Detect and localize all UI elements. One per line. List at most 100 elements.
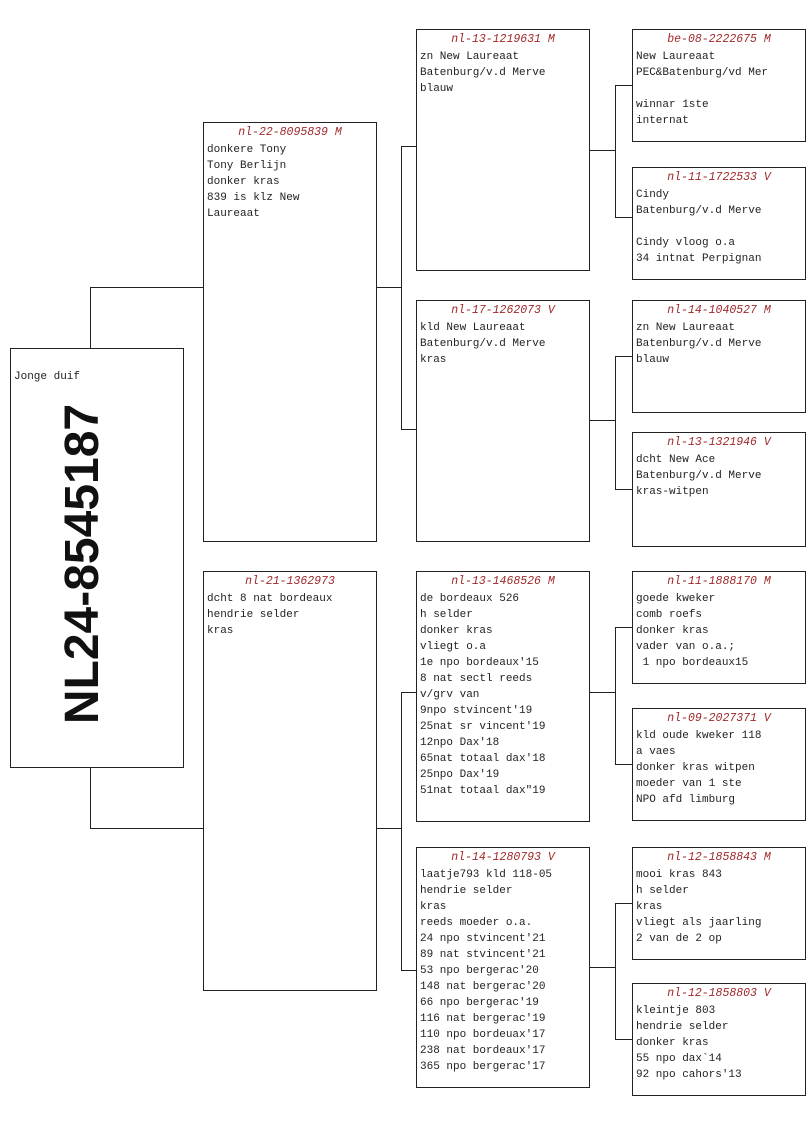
note-line: 34 intnat Perpignan [636,253,762,265]
note-line: de bordeaux 526 [420,593,520,605]
connector-line [615,85,632,86]
connector-line [90,287,203,288]
note-line: comb roefs [636,609,703,621]
note-line: kld New Laureaat [420,322,526,334]
note-line: donker kras [636,625,709,637]
subject-card: Jonge duif NL24-8545187 [10,348,184,768]
note-line: moeder van 1 ste [636,778,742,790]
note-line: internat [636,115,689,127]
note-line: donker kras [636,1037,709,1049]
note-line: a vaes [636,746,676,758]
note-line: Cindy [636,189,670,201]
connector-line [376,828,401,829]
ring-number: be-08-2222675 M [667,33,771,46]
connector-line [615,85,616,217]
connector-line [589,420,615,421]
ring-number: nl-12-1858843 M [667,851,771,864]
note-line: 51nat totaal dax"19 [420,785,546,797]
note-line: kras [207,625,234,637]
note-line: vliegt als jaarling [636,917,762,929]
note-line: 66 npo bergerac'19 [420,997,539,1009]
connector-line [615,217,632,218]
note-line: New Laureaat [636,51,716,63]
note-line: laatje793 kld 118-05 [420,869,553,881]
note-line: h selder [420,609,473,621]
note-line: 238 nat bordeaux'17 [420,1045,546,1057]
note-line: kras-witpen [636,486,709,498]
note-line: 24 npo stvincent'21 [420,933,546,945]
note-line: hendrie selder [207,609,300,621]
note-line: kras [420,901,447,913]
ring-number: nl-13-1219631 M [451,33,555,46]
connector-line [401,146,416,147]
note-line: Cindy vloog o.a [636,237,736,249]
note-line: 116 nat bergerac'19 [420,1013,546,1025]
note-line: hendrie selder [420,885,513,897]
note-line: Batenburg/v.d Merve [420,338,546,350]
note-line: 365 npo bergerac'17 [420,1061,546,1073]
ring-number: nl-22-8095839 M [238,126,342,139]
ring-number: nl-14-1040527 M [667,304,771,317]
note-line: 8 nat sectl reeds [420,673,533,685]
note-line: h selder [636,885,689,897]
connector-line [589,967,615,968]
note-line: Tony Berlijn [207,160,287,172]
note-line: NPO afd limburg [636,794,736,806]
connector-line [615,489,632,490]
subject-label: Jonge duif [14,371,81,383]
note-line [636,219,802,235]
connector-line [615,903,632,904]
note-line: donkere Tony [207,144,287,156]
connector-line [615,764,632,765]
connector-line [401,429,416,430]
great-grandparent-card: nl-12-1858843 M mooi kras 843 h selder kras… [632,847,806,960]
note-line: Batenburg/v.d Merve [420,67,546,79]
connector-line [615,356,632,357]
note-line: mooi kras 843 [636,869,722,881]
connector-line [589,692,615,693]
connector-line [615,627,632,628]
note-line: 65nat totaal dax'18 [420,753,546,765]
note-line: PEC&Batenburg/vd Mer [636,67,769,79]
ring-number: nl-21-1362973 [245,575,335,588]
note-line: donker kras [420,625,493,637]
connector-line [90,767,91,829]
ring-number: nl-11-1722533 V [667,171,771,184]
note-line: 92 npo cahors'13 [636,1069,742,1081]
great-grandparent-card: nl-09-2027371 V kld oude kweker 118 a vaes… [632,708,806,821]
note-line: dcht 8 nat bordeaux [207,593,333,605]
note-line: Laureaat [207,208,260,220]
connector-line [401,146,402,430]
note-line: kleintje 803 [636,1005,716,1017]
note-line: donker kras [207,176,280,188]
note-line: goede kweker [636,593,716,605]
note-line: kras [636,901,663,913]
note-line: kld oude kweker 118 [636,730,762,742]
note-line: 25nat sr vincent'19 [420,721,546,733]
note-line: 53 npo bergerac'20 [420,965,539,977]
note-line: 839 is klz New [207,192,300,204]
note-line: v/grv van [420,689,480,701]
note-line: blauw [420,83,454,95]
connector-line [615,1039,632,1040]
note-line: 89 nat stvincent'21 [420,949,546,961]
ring-number: nl-17-1262073 V [451,304,555,317]
note-line: 110 npo bordeuax'17 [420,1029,546,1041]
note-line: 148 nat bergerac'20 [420,981,546,993]
note-line: dcht New Ace [636,454,716,466]
note-line: 1 npo bordeaux15 [636,657,749,669]
note-line: reeds moeder o.a. [420,917,533,929]
connector-line [615,356,616,489]
subject-ring-number: NL24-8545187 [56,403,109,725]
ring-number: nl-09-2027371 V [667,712,771,725]
note-line: vader van o.a.; [636,641,736,653]
connector-line [401,692,402,970]
connector-line [589,150,615,151]
